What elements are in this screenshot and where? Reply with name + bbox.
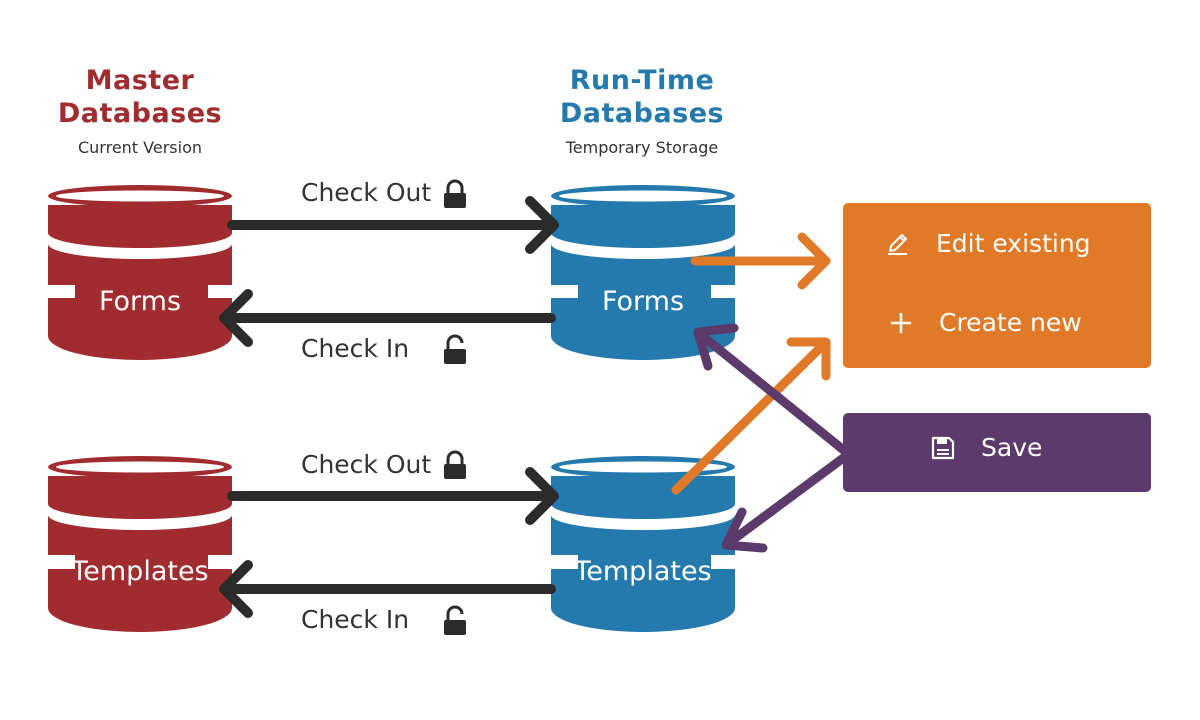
runtime-templates-label: Templates bbox=[574, 556, 712, 587]
edit-existing-button[interactable]: Edit existing bbox=[884, 229, 1091, 258]
edit-arrow bbox=[690, 232, 831, 290]
unlock-icon bbox=[444, 334, 466, 364]
save-forms-arrow bbox=[693, 323, 851, 457]
create-new-label: Create new bbox=[939, 308, 1082, 337]
master-templates-label: Templates bbox=[71, 556, 209, 587]
forms-checkout-arrow bbox=[227, 196, 559, 254]
save-icon bbox=[929, 434, 957, 462]
master-databases-heading: Master Databases bbox=[40, 64, 240, 130]
save-label: Save bbox=[981, 433, 1043, 462]
templates-checkout-label: Check Out bbox=[301, 450, 432, 479]
templates-checkin-label: Check In bbox=[301, 605, 410, 634]
master-heading-line2: Databases bbox=[57, 98, 223, 129]
plus-icon bbox=[887, 309, 915, 337]
pencil-icon bbox=[884, 230, 912, 258]
master-subtitle: Current Version bbox=[77, 138, 202, 157]
save-templates-arrow bbox=[721, 451, 851, 553]
runtime-templates-database-icon bbox=[551, 456, 735, 632]
runtime-forms-label: Forms bbox=[601, 286, 685, 317]
templates-checkin-arrow bbox=[219, 560, 556, 618]
create-arrow bbox=[671, 337, 831, 495]
lock-icon bbox=[444, 450, 466, 479]
runtime-heading-line1: Run-Time bbox=[569, 65, 715, 96]
master-templates-database-icon bbox=[48, 456, 232, 632]
forms-checkin-arrow bbox=[219, 289, 556, 347]
actions-panel bbox=[843, 203, 1151, 368]
runtime-databases-heading: Run-Time Databases bbox=[532, 64, 752, 130]
unlock-icon bbox=[444, 605, 466, 635]
edit-existing-label: Edit existing bbox=[936, 229, 1091, 258]
runtime-subtitle: Temporary Storage bbox=[565, 138, 719, 157]
runtime-heading-line2: Databases bbox=[559, 98, 725, 129]
save-panel bbox=[843, 413, 1151, 492]
lock-icon bbox=[444, 179, 466, 208]
save-button[interactable]: Save bbox=[929, 433, 1042, 462]
runtime-forms-database-icon bbox=[551, 185, 735, 360]
master-forms-label: Forms bbox=[98, 286, 182, 317]
master-forms-database-icon bbox=[48, 185, 232, 360]
create-new-button[interactable]: Create new bbox=[887, 308, 1082, 337]
forms-checkout-label: Check Out bbox=[301, 178, 432, 207]
master-heading-line1: Master bbox=[85, 65, 195, 96]
templates-checkout-arrow bbox=[227, 467, 559, 525]
forms-checkin-label: Check In bbox=[301, 334, 410, 363]
